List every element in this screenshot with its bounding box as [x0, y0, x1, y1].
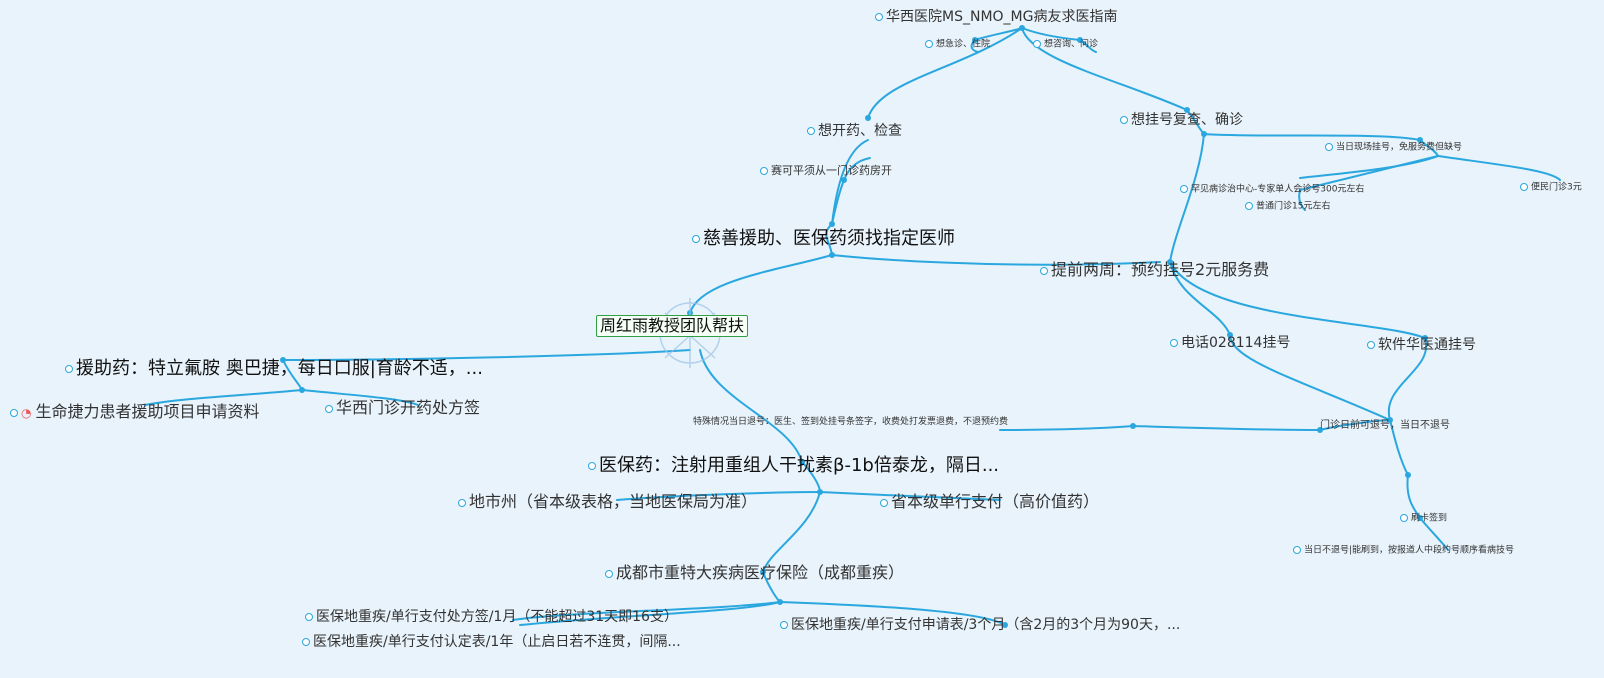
node-bullet-icon — [807, 127, 815, 135]
node-sakeping[interactable]: 赛可平须从一门诊药房开 — [760, 165, 892, 176]
node-cd-prescription[interactable]: 医保地重疾/单行支付处方签/1月（不能超过31天即16支） — [305, 610, 678, 624]
node-guide-emergency[interactable]: 想急诊、住院 — [925, 40, 990, 50]
node-insurance-drug[interactable]: 医保药：注射用重组人干扰素β-1b倍泰龙，隔日... — [588, 457, 999, 475]
node-chengdu-insurance[interactable]: 成都市重特大疾病医疗保险（成都重疾） — [605, 565, 904, 581]
node-guide[interactable]: 华西医院MS_NMO_MG病友求医指南 — [875, 10, 1117, 24]
node-bullet-icon — [692, 235, 700, 243]
node-bullet-icon — [760, 167, 768, 175]
node-app-register[interactable]: 软件华医通挂号 — [1367, 338, 1476, 352]
node-swipe-checkin[interactable]: 刷卡签到 — [1400, 514, 1447, 524]
node-advance-booking[interactable]: 提前两周：预约挂号2元服务费 — [1040, 262, 1269, 278]
node-charity-insurance[interactable]: 慈善援助、医保药须找指定医师 — [692, 230, 955, 248]
node-bullet-icon — [305, 613, 313, 621]
node-bullet-icon — [1033, 40, 1041, 48]
node-aid-drugs[interactable]: 援助药：特立氟胺 奥巴捷，每日口服|育龄不适，... — [65, 360, 483, 378]
node-convenience[interactable]: 便民门诊3元 — [1520, 183, 1582, 193]
node-normal-clinic[interactable]: 普通门诊15元左右 — [1245, 202, 1330, 212]
attachment-icon: ◔ — [21, 406, 32, 420]
node-bullet-icon — [1367, 341, 1375, 349]
node-guide-consult[interactable]: 想咨询、问诊 — [1033, 40, 1098, 50]
node-bullet-icon — [875, 13, 883, 21]
node-bullet-icon — [1245, 202, 1253, 210]
node-special-refund[interactable]: 特殊情况当日退号：医生、签到处挂号条签字，收费处打发票退费，不退预约费 — [693, 417, 1009, 427]
node-bullet-icon — [1325, 143, 1333, 151]
node-rare-center[interactable]: 罕见病诊治中心-专家单人会诊号300元左右 — [1180, 185, 1364, 195]
node-onsite-register[interactable]: 当日现场挂号，免服务费但缺号 — [1325, 143, 1462, 153]
node-bullet-icon — [1520, 183, 1528, 191]
root-node[interactable]: 周红雨教授团队帮扶 — [596, 315, 749, 337]
node-bullet-icon — [1400, 514, 1408, 522]
node-bullet-icon — [1170, 339, 1178, 347]
node-no-refund-order[interactable]: 当日不退号|能刷到，按报道人中段约号顺序看病技号 — [1293, 546, 1514, 556]
node-bullet-icon — [458, 498, 466, 507]
node-bullet-icon — [302, 638, 310, 646]
node-bullet-icon — [1293, 546, 1301, 554]
node-want-medicine[interactable]: 想开药、检查 — [807, 124, 902, 138]
node-bullet-icon — [605, 569, 613, 578]
node-cd-certification[interactable]: 医保地重疾/单行支付认定表/1年（止启日若不连贯，间隔... — [302, 635, 681, 649]
node-bullet-icon — [65, 365, 73, 373]
node-bullet-icon — [325, 404, 333, 413]
node-bullet-icon — [925, 40, 933, 48]
node-cd-application[interactable]: 医保地重疾/单行支付申请表/3个月（含2月的3个月为90天，... — [780, 618, 1180, 632]
node-city-state[interactable]: 地市州（省本级表格，当地医保局为准） — [458, 494, 757, 510]
node-bullet-icon — [880, 498, 888, 507]
node-shengmingjieli[interactable]: ◔生命捷力患者援助项目申请资料 — [10, 404, 260, 420]
node-bullet-icon — [1180, 185, 1188, 193]
node-huaxi-prescription[interactable]: 华西门诊开药处方签 — [325, 400, 480, 416]
node-provincial-payment[interactable]: 省本级单行支付（高价值药） — [880, 494, 1099, 510]
node-bullet-icon — [780, 621, 788, 629]
node-phone-register[interactable]: 电话028114挂号 — [1170, 336, 1290, 350]
node-want-register[interactable]: 想挂号复查、确诊 — [1120, 113, 1243, 127]
node-bullet-icon — [1040, 266, 1048, 275]
node-refund-rule[interactable]: 门诊日前可退号，当日不退号 — [1320, 420, 1450, 431]
node-bullet-icon — [1120, 116, 1128, 124]
node-bullet-icon — [10, 408, 18, 417]
node-bullet-icon — [588, 462, 596, 470]
